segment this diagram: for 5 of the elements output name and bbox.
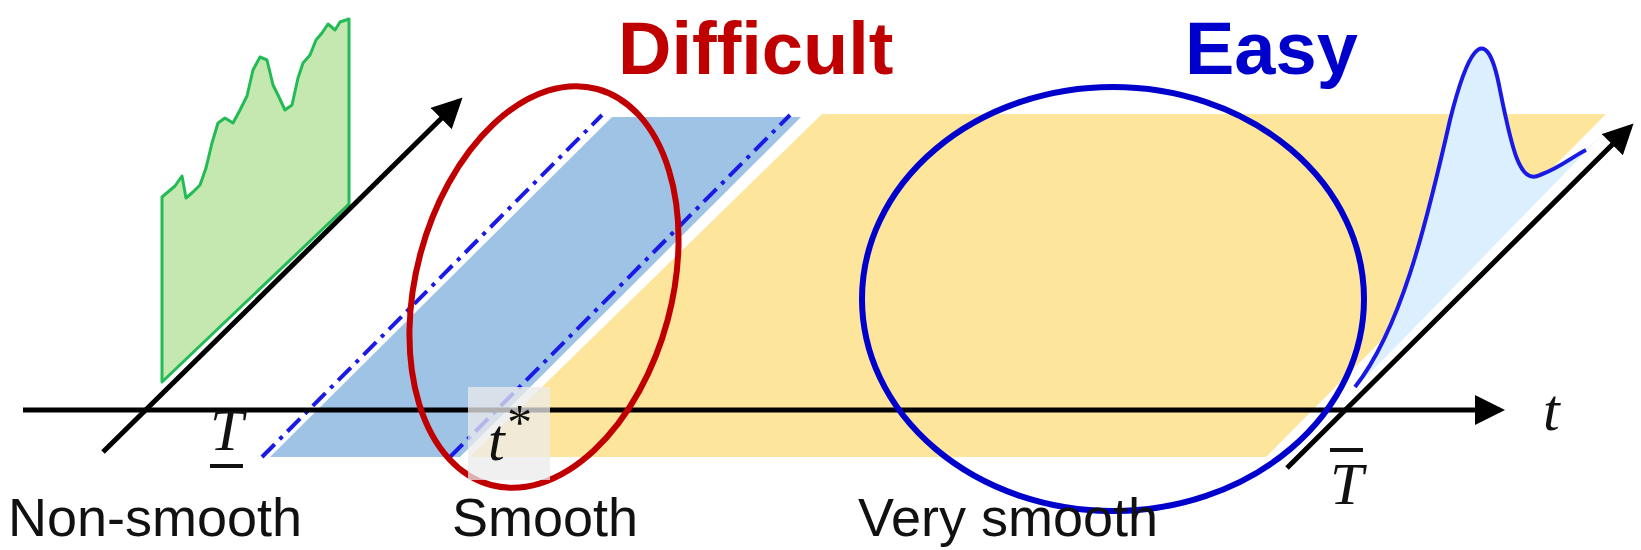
axis-label: t [1543, 380, 1560, 440]
axis-label: t$^{*}$ [468, 387, 550, 480]
region-label: Smooth [452, 490, 639, 544]
heading: Difficult [618, 12, 894, 86]
region-label: Non-smooth [8, 490, 303, 544]
